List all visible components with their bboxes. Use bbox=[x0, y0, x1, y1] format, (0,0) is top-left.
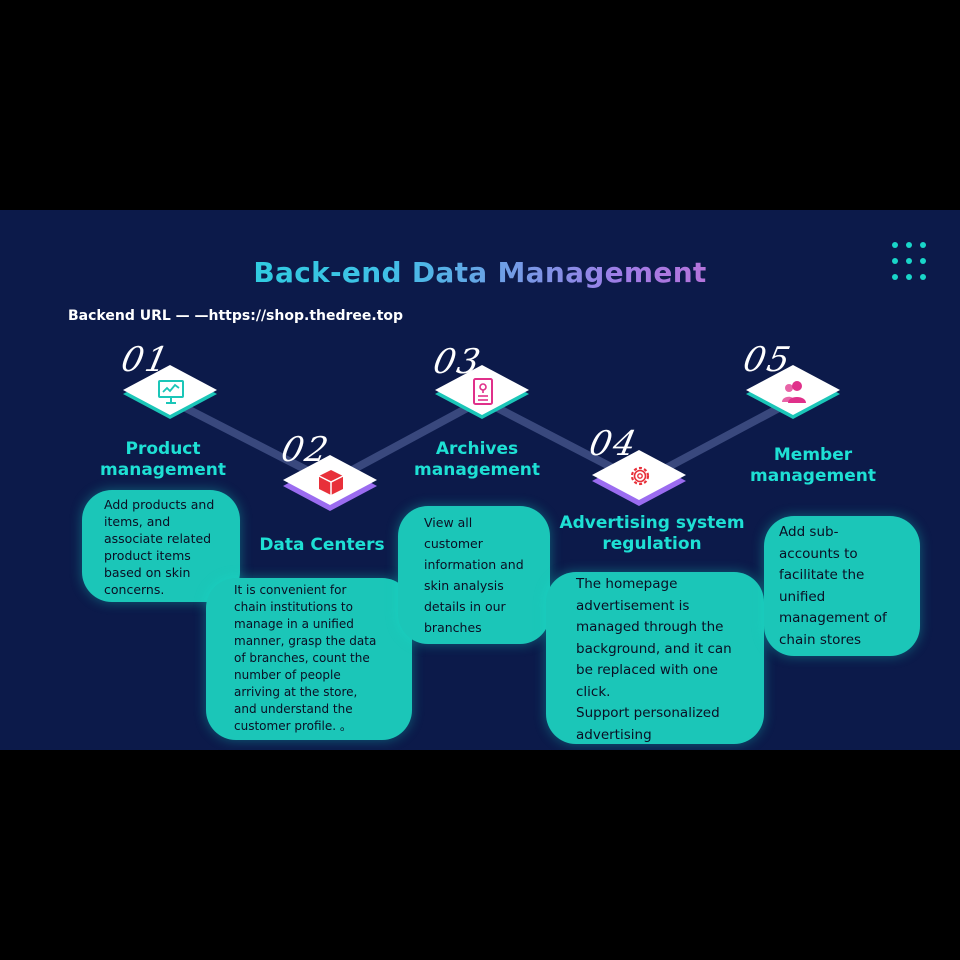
step-description-02: It is convenient for chain institutions … bbox=[234, 583, 377, 733]
step-label-03: Archives management bbox=[414, 439, 540, 480]
cube-icon bbox=[318, 470, 344, 495]
monitor-chart-icon bbox=[158, 380, 184, 404]
step-card-04: The homepage advertisement is managed th… bbox=[546, 572, 764, 744]
step-tile-03 bbox=[433, 365, 531, 427]
step-tile-02 bbox=[281, 455, 379, 517]
step-label-01: Product management bbox=[100, 439, 226, 480]
gear-icon bbox=[630, 466, 650, 486]
step-card-01: Add products and items, and associate re… bbox=[82, 490, 240, 602]
document-icon bbox=[473, 378, 493, 405]
step-card-05: Add sub- accounts to facilitate the unif… bbox=[764, 516, 920, 656]
step-card-03: View all customer information and skin a… bbox=[398, 506, 550, 644]
step-card-02: It is convenient for chain institutions … bbox=[206, 578, 412, 740]
page-title: Back-end Data Management bbox=[0, 256, 960, 289]
users-icon bbox=[782, 381, 806, 403]
step-description-04: The homepage advertisement is managed th… bbox=[576, 576, 732, 743]
step-tile-04 bbox=[590, 450, 688, 512]
step-description-01: Add products and items, and associate re… bbox=[104, 497, 215, 597]
step-label-02: Data Centers bbox=[259, 535, 385, 555]
step-description-05: Add sub- accounts to facilitate the unif… bbox=[779, 524, 887, 648]
step-tile-05 bbox=[744, 365, 842, 427]
backend-url: Backend URL — —https://shop.thedree.top bbox=[68, 308, 404, 324]
dot-grid-decoration bbox=[892, 242, 932, 282]
step-description-03: View all customer information and skin a… bbox=[424, 515, 524, 635]
step-tile-01 bbox=[121, 365, 219, 427]
step-label-04: Advertising system regulation bbox=[559, 513, 745, 554]
step-label-05: Member management bbox=[750, 445, 876, 486]
slide: Back-end Data Management Backend URL — —… bbox=[0, 210, 960, 750]
